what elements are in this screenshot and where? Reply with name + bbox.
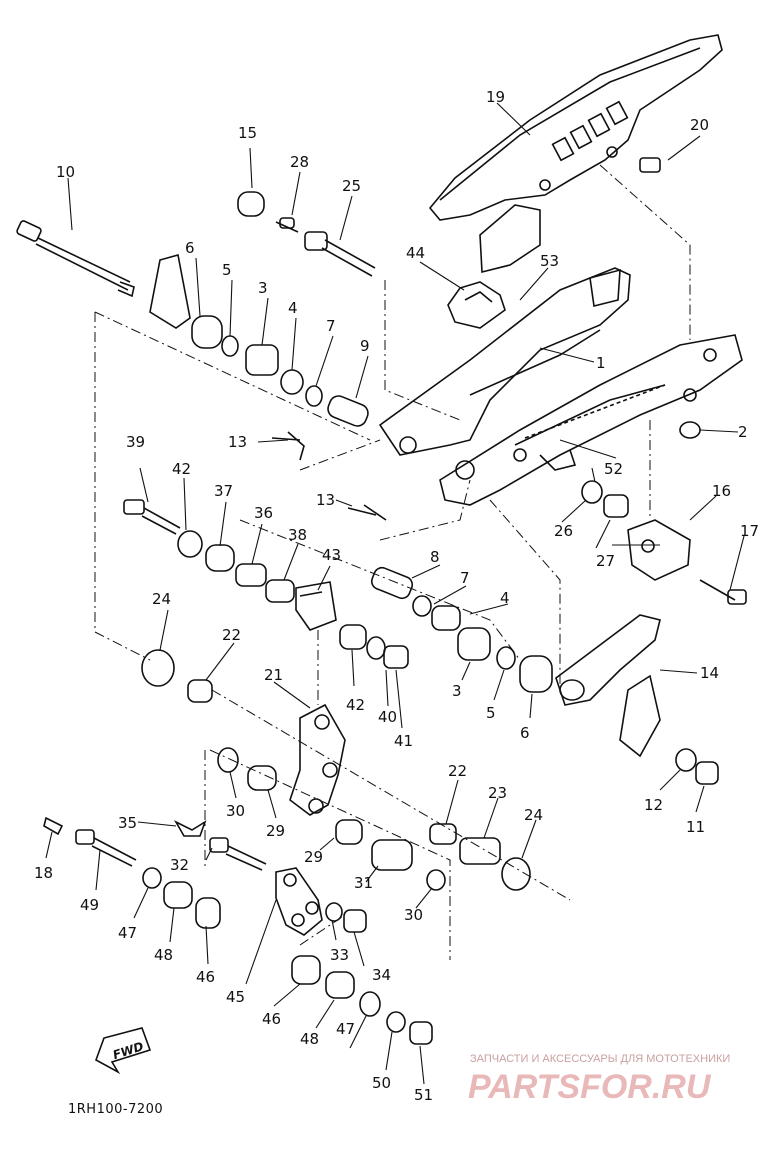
callout-51: 51 <box>414 1086 433 1104</box>
callout-17: 17 <box>740 522 759 540</box>
callout-48: 48 <box>154 946 173 964</box>
callout-35: 35 <box>118 814 137 832</box>
callout-45: 45 <box>226 988 245 1006</box>
callout-50: 50 <box>372 1074 391 1092</box>
callout-27: 27 <box>596 552 615 570</box>
callout-49: 49 <box>80 896 99 914</box>
callout-4: 4 <box>500 589 510 607</box>
callout-32: 32 <box>170 856 189 874</box>
callout-22: 22 <box>222 626 241 644</box>
swingarm <box>378 267 743 506</box>
callout-5: 5 <box>486 704 496 722</box>
callout-21: 21 <box>264 666 283 684</box>
callout-11: 11 <box>686 818 705 836</box>
callout-20: 20 <box>690 116 709 134</box>
arm-14 <box>555 614 719 785</box>
callout-24: 24 <box>524 806 543 824</box>
leader-lines <box>45 102 745 1085</box>
callout-13: 13 <box>316 491 335 509</box>
callout-44: 44 <box>406 244 425 262</box>
callout-47: 47 <box>118 924 137 942</box>
callout-43: 43 <box>322 546 341 564</box>
watermark-logo: PARTSFOR.RU <box>468 1068 712 1106</box>
relay-21 <box>217 703 531 891</box>
callout-37: 37 <box>214 482 233 500</box>
callout-10: 10 <box>56 163 75 181</box>
callout-34: 34 <box>372 966 391 984</box>
callout-labels: 1233445566778910111213131415161718192021… <box>34 88 759 1104</box>
callout-16: 16 <box>712 482 731 500</box>
callout-18: 18 <box>34 864 53 882</box>
callout-29: 29 <box>304 848 323 866</box>
callout-19: 19 <box>486 88 505 106</box>
callout-6: 6 <box>520 724 530 742</box>
parts-bottom-left <box>43 816 267 929</box>
callout-5: 5 <box>222 261 232 279</box>
chain-guard <box>428 34 723 274</box>
fwd-arrow-icon <box>95 1027 152 1075</box>
callout-23: 23 <box>488 784 507 802</box>
callout-13: 13 <box>228 433 247 451</box>
callout-9: 9 <box>360 337 370 355</box>
callout-7: 7 <box>326 317 336 335</box>
callout-15: 15 <box>238 124 257 142</box>
callout-33: 33 <box>330 946 349 964</box>
callout-12: 12 <box>644 796 663 814</box>
callout-46: 46 <box>196 968 215 986</box>
callout-24: 24 <box>152 590 171 608</box>
pivot-shaft-10 <box>16 220 135 298</box>
adjuster-16 <box>627 519 747 605</box>
guide-lines <box>94 164 691 960</box>
callout-8: 8 <box>430 548 440 566</box>
callout-14: 14 <box>700 664 719 682</box>
parts-middle-right <box>339 157 701 693</box>
callout-42: 42 <box>346 696 365 714</box>
callout-25: 25 <box>342 177 361 195</box>
link-45 <box>275 867 433 1045</box>
callout-48: 48 <box>300 1030 319 1048</box>
parts-middle-left <box>123 499 337 703</box>
watermark-tagline: ЗАПЧАСТИ И АКСЕССУАРЫ ДЛЯ МОТОТЕХНИКИ <box>470 1053 730 1065</box>
callout-36: 36 <box>254 504 273 522</box>
callout-53: 53 <box>540 252 559 270</box>
callout-6: 6 <box>185 239 195 257</box>
callout-42: 42 <box>172 460 191 478</box>
callout-30: 30 <box>404 906 423 924</box>
callout-28: 28 <box>290 153 309 171</box>
callout-7: 7 <box>460 569 470 587</box>
callout-29: 29 <box>266 822 285 840</box>
callout-30: 30 <box>226 802 245 820</box>
pad-44 <box>447 281 506 329</box>
callout-52: 52 <box>604 460 623 478</box>
drawing-number: 1RH100-7200 <box>68 1102 163 1117</box>
callout-47: 47 <box>336 1020 355 1038</box>
parts-top-left <box>191 191 387 521</box>
callout-41: 41 <box>394 732 413 750</box>
callout-40: 40 <box>378 708 397 726</box>
callout-3: 3 <box>258 279 268 297</box>
callout-46: 46 <box>262 1010 281 1028</box>
callout-26: 26 <box>554 522 573 540</box>
callout-39: 39 <box>126 433 145 451</box>
fwd-label: FWD <box>111 1039 145 1062</box>
callout-38: 38 <box>288 526 307 544</box>
callout-4: 4 <box>288 299 298 317</box>
callout-2: 2 <box>738 423 748 441</box>
callout-1: 1 <box>596 354 606 372</box>
callout-3: 3 <box>452 682 462 700</box>
callout-22: 22 <box>448 762 467 780</box>
callout-31: 31 <box>354 874 373 892</box>
